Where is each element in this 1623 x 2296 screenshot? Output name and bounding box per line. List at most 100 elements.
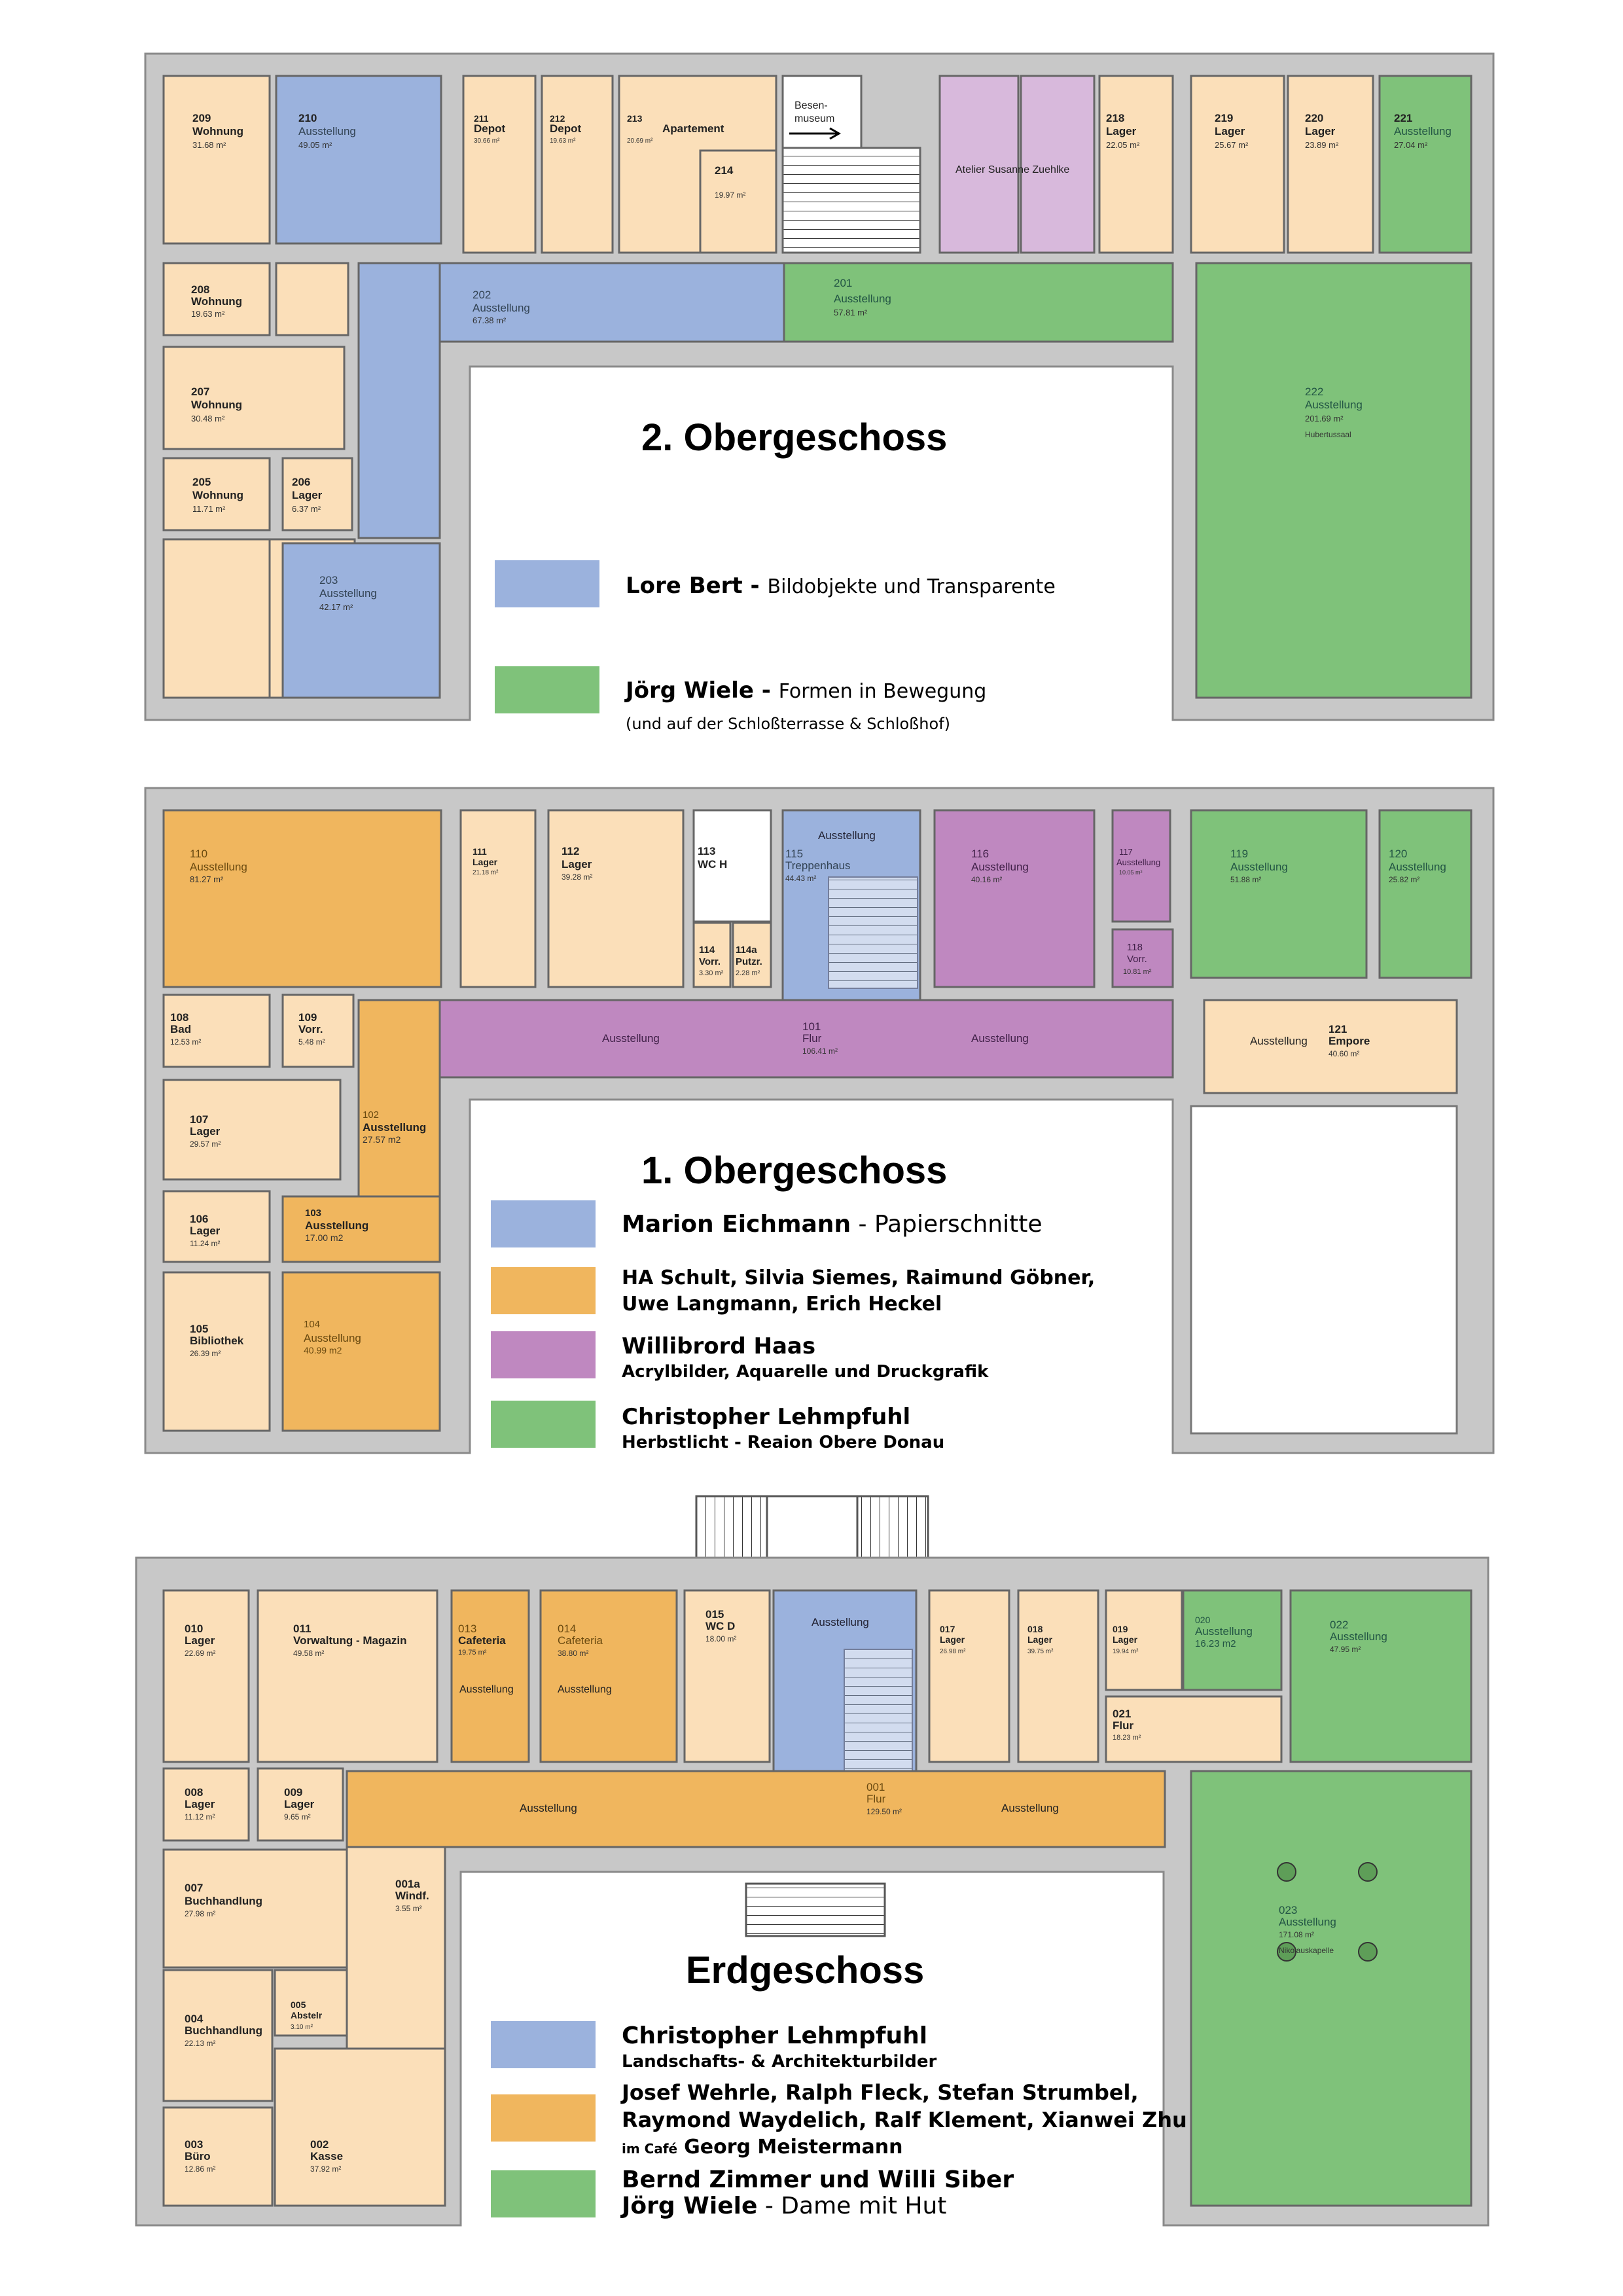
room-number: 221	[1394, 112, 1412, 124]
column-icon	[1277, 1942, 1296, 1962]
room-number: 009	[284, 1786, 302, 1799]
arrow-right-icon	[789, 127, 842, 140]
room-014	[539, 1589, 678, 1763]
room-number: 023	[1279, 1904, 1297, 1916]
room-area: 30.48 m²	[191, 414, 225, 423]
room-area: 3.10 m²	[291, 2024, 313, 2031]
room-number: 102	[363, 1109, 379, 1121]
room-label: Besen-	[794, 100, 828, 111]
room-label: Ausstellung	[1305, 399, 1363, 411]
legend-desc: Bildobjekte und Transparente	[767, 575, 1055, 598]
room-area: 19.63 m²	[191, 309, 225, 319]
room-label: Ausstellung	[971, 861, 1029, 873]
room-number: 203	[319, 574, 338, 586]
room-area: 38.80 m²	[558, 1649, 588, 1658]
room-117	[1111, 809, 1171, 923]
room-label: Buchhandlung	[185, 1895, 262, 1907]
legend-swatch-orange	[491, 2094, 596, 2142]
room-area: 42.17 m²	[319, 602, 353, 612]
room-area: 12.53 m²	[170, 1037, 201, 1047]
room-003	[162, 2106, 274, 2207]
room-204	[162, 538, 271, 699]
room-area: 19.97 m²	[715, 190, 745, 200]
legend-name: Lore Bert	[626, 573, 743, 599]
room-label: Lager	[284, 1798, 315, 1810]
room-212	[541, 75, 614, 254]
outer-stairs-top	[856, 1495, 929, 1563]
floor-1og: 110 Ausstellung 81.27 m² 111 Lager 21.18…	[144, 787, 1495, 1454]
floor-eg: 010 Lager 22.69 m² 011 Vorwaltung - Maga…	[135, 1495, 1489, 2227]
room-114	[692, 922, 732, 988]
room-013	[450, 1589, 530, 1763]
room-107	[162, 1079, 342, 1181]
room-number: 205	[192, 476, 211, 488]
room-top: Ausstellung	[818, 829, 876, 842]
floor-title: 2. Obergeschoss	[641, 416, 947, 459]
room-number: 101	[802, 1020, 821, 1033]
room-102	[357, 999, 441, 1198]
legend-swatch-green	[491, 1401, 596, 1448]
room-number: 110	[190, 848, 207, 860]
room-area: 27.04 m²	[1394, 140, 1428, 150]
room-area: museum	[794, 113, 834, 124]
room-right: Ausstellung	[971, 1032, 1029, 1045]
room-bottom: Ausstellung	[558, 1684, 612, 1695]
room-120	[1378, 809, 1472, 979]
room-103	[281, 1195, 441, 1263]
room-label: Lager	[1305, 125, 1336, 137]
room-018	[1017, 1589, 1099, 1763]
room-area: 49.05 m²	[298, 140, 332, 150]
room-besenmuseum	[781, 75, 863, 149]
room-label: Depot	[550, 122, 582, 135]
room-label: Ausstellung	[1116, 857, 1160, 867]
room-label: Flur	[802, 1032, 822, 1045]
room-label: Lager	[1113, 1634, 1138, 1645]
room-019	[1105, 1589, 1183, 1691]
room-number: 003	[185, 2138, 203, 2151]
room-number: 002	[310, 2138, 329, 2151]
legend-sep: -	[851, 1211, 874, 1238]
room-number: 106	[190, 1213, 208, 1225]
room-area: 18.23 m²	[1113, 1734, 1141, 1742]
room-label: Putzr.	[736, 956, 762, 967]
room-number: 001a	[395, 1878, 420, 1890]
room-number: 222	[1305, 386, 1323, 398]
room-number: 214	[715, 164, 734, 177]
room-011	[257, 1589, 438, 1763]
room-area: 40.60 m²	[1329, 1049, 1359, 1058]
room-area: 19.75 m²	[458, 1649, 487, 1657]
room-number: 022	[1330, 1619, 1348, 1631]
room-number: 109	[298, 1011, 317, 1024]
room-number: 212	[550, 113, 565, 124]
room-205	[162, 457, 271, 531]
room-203	[281, 542, 441, 699]
room-label: Vorr.	[699, 956, 721, 967]
room-111	[459, 809, 537, 988]
room-004	[162, 1969, 274, 2102]
legend-desc: Dame mit Hut	[781, 2193, 946, 2219]
room-number: 105	[190, 1323, 208, 1335]
room-009	[257, 1767, 344, 1842]
column-icon	[1277, 1862, 1296, 1882]
room-221	[1378, 75, 1472, 254]
room-010	[162, 1589, 250, 1763]
legend-swatch-green	[491, 2170, 596, 2217]
outer-stairs-top	[695, 1495, 768, 1563]
room-atelier-b	[1020, 75, 1096, 254]
room-label: Wohnung	[192, 489, 243, 501]
room-label: Buchhandlung	[185, 2024, 262, 2037]
room-label: Lager	[473, 857, 498, 867]
room-118	[1111, 928, 1174, 988]
room-104	[281, 1271, 441, 1432]
room-left: Ausstellung	[520, 1802, 577, 1814]
room-area: 67.38 m²	[473, 315, 507, 325]
room-label: Ausstellung	[298, 125, 356, 137]
room-label: Ausstellung	[1195, 1625, 1253, 1638]
room-105	[162, 1271, 271, 1432]
room-number: 104	[304, 1319, 320, 1330]
room-001	[346, 1770, 1166, 1848]
room-area: 20.69 m²	[627, 137, 653, 145]
room-number: 019	[1113, 1624, 1128, 1634]
legend-name-2: Uwe Langmann, Erich Heckel	[622, 1293, 942, 1316]
room-number: 011	[293, 1623, 311, 1635]
